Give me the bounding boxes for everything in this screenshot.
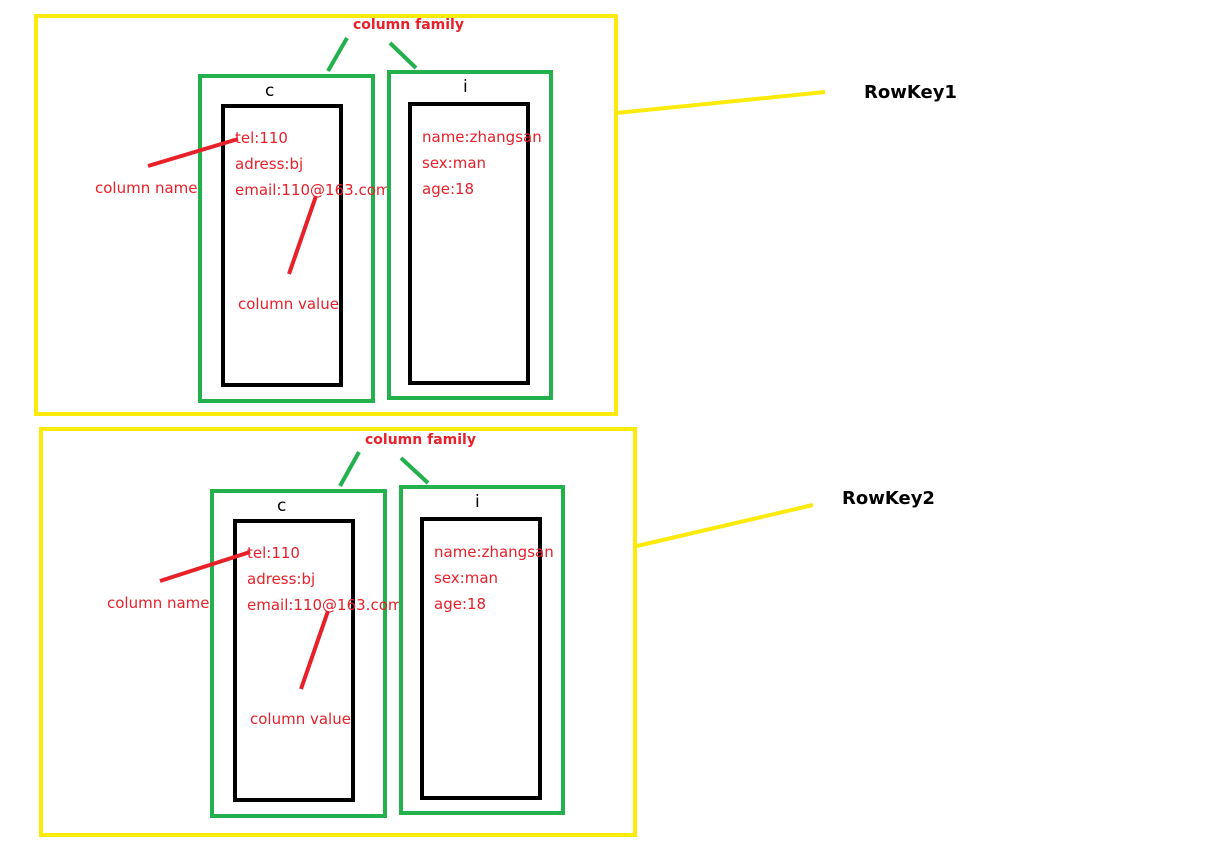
row-1-family-header: column family bbox=[353, 17, 464, 33]
row-2-family-c: c tel:110 adress:bj email:110@163.com bbox=[210, 489, 403, 818]
row-2-column-value-label: column value bbox=[250, 710, 351, 728]
row-1-family-i-column-2: sex:man bbox=[422, 154, 486, 172]
row-1-family-c-column-3: email:110@163.com bbox=[235, 181, 391, 199]
row-1-family-i: i name:zhangsan sex:man age:18 bbox=[387, 70, 553, 400]
row-1-column-value-pointer bbox=[287, 195, 318, 275]
row-2-column-name-label: column name bbox=[107, 594, 210, 612]
row-1-family-c: c tel:110 adress:bj email:110@163.com bbox=[198, 74, 391, 403]
row-2-column-value-pointer bbox=[299, 610, 330, 690]
row-1-family-i-box bbox=[387, 70, 553, 400]
row-2-column-name-pointer bbox=[159, 550, 251, 583]
row-1: RowKey1 column family c tel:110 adress:b… bbox=[34, 14, 957, 416]
row-2-family-i-name: i bbox=[475, 492, 480, 512]
row-1-family-c-column-2: adress:bj bbox=[235, 155, 303, 173]
row-1-rowkey-connector bbox=[615, 90, 826, 115]
row-1-column-value-label: column value bbox=[238, 295, 339, 313]
row-1-column-name-pointer bbox=[147, 137, 239, 168]
row-2-family-i-column-1: name:zhangsan bbox=[434, 543, 554, 561]
row-1-family-c-box bbox=[198, 74, 375, 403]
row-2-family-i-box bbox=[399, 485, 565, 815]
row-2-family-c-box bbox=[210, 489, 387, 818]
row-2-family-i-column-3: age:18 bbox=[434, 595, 486, 613]
row-2-family-c-column-box bbox=[233, 519, 355, 802]
row-2-family-header: column family bbox=[365, 432, 476, 448]
row-1-rowkey-label: RowKey1 bbox=[864, 82, 957, 103]
row-2-family-i-column-2: sex:man bbox=[434, 569, 498, 587]
row-2: RowKey2 column family c tel:110 adress:b… bbox=[39, 427, 935, 837]
row-2-family-pointer-left bbox=[338, 451, 361, 487]
row-2-family-c-column-1: tel:110 bbox=[247, 544, 300, 562]
row-1-family-i-name: i bbox=[463, 77, 468, 97]
row-1-family-c-column-1: tel:110 bbox=[235, 129, 288, 147]
row-1-box bbox=[34, 14, 618, 416]
row-1-family-pointer-right bbox=[388, 41, 418, 70]
row-2-family-c-column-2: adress:bj bbox=[247, 570, 315, 588]
row-2-family-c-name: c bbox=[277, 496, 286, 516]
row-1-family-pointer-left bbox=[326, 37, 349, 72]
row-1-family-i-column-box bbox=[408, 102, 530, 385]
row-1-family-c-column-box bbox=[221, 104, 343, 387]
row-2-rowkey-label: RowKey2 bbox=[842, 488, 935, 509]
row-2-rowkey-connector bbox=[636, 503, 814, 548]
row-2-family-c-column-3: email:110@163.com bbox=[247, 596, 403, 614]
row-2-family-i-column-box bbox=[420, 517, 542, 800]
row-1-family-i-column-1: name:zhangsan bbox=[422, 128, 542, 146]
row-1-family-i-column-3: age:18 bbox=[422, 180, 474, 198]
row-1-column-name-label: column name bbox=[95, 179, 198, 197]
row-2-box bbox=[39, 427, 637, 837]
row-2-family-pointer-right bbox=[399, 456, 430, 485]
row-2-family-i: i name:zhangsan sex:man age:18 bbox=[399, 485, 565, 815]
row-1-family-c-name: c bbox=[265, 81, 274, 101]
